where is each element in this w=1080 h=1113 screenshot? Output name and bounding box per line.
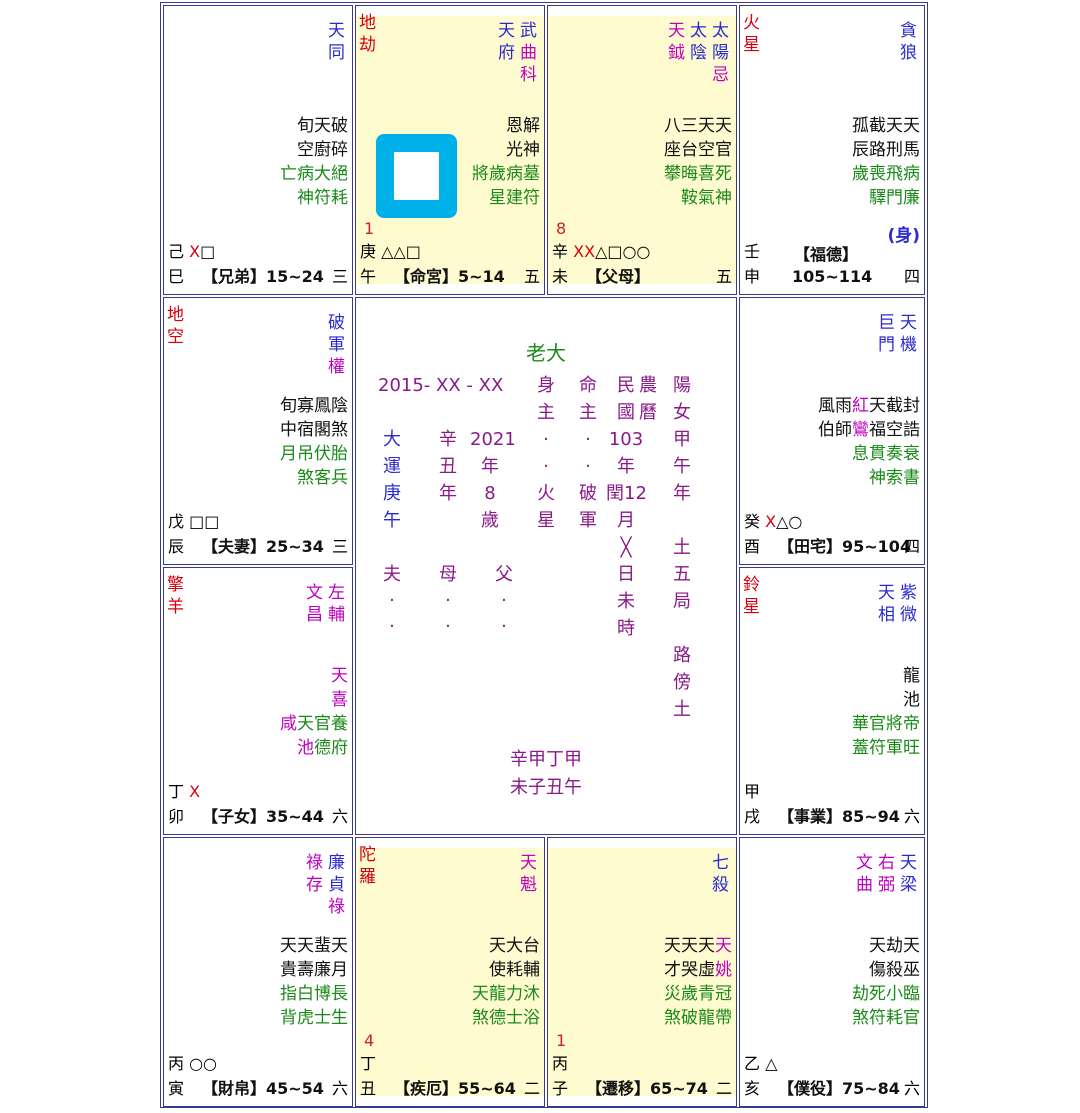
info-column: 陽女甲午年 土五局 路傍土	[673, 375, 691, 720]
minor-stars: 天大台使耗輔天龍力沐煞德士浴	[472, 936, 540, 1028]
heavenly-stem: 庚 △△□	[360, 242, 421, 261]
main-star: 右弼	[878, 853, 896, 895]
family-column: 父··	[495, 564, 513, 637]
minor-stars: 旬天破空廚碎亡病大絕神符耗	[280, 116, 348, 208]
main-star: 巨門	[878, 313, 896, 355]
palace-footer: 未【父母】五	[552, 267, 732, 286]
palace-count: 1	[364, 219, 375, 238]
main-star: 七殺	[712, 853, 730, 895]
heavenly-stem: 丙 ○○	[168, 1054, 218, 1073]
heavenly-stem: 壬	[744, 242, 761, 261]
minor-stars: 龍池華官將帝蓋符軍旺	[852, 666, 920, 758]
minor-stars: 八三天天座台空官攀晦喜死鞍氣神	[664, 116, 732, 208]
minor-stars: 孤截天天辰路刑馬歲喪飛病驛門廉	[852, 116, 920, 208]
malefic-star: 地劫	[359, 13, 377, 55]
heavenly-stem: 丁	[360, 1054, 377, 1073]
minor-stars: 天天天天才哭虛姚災歲青冠煞破龍帶	[664, 936, 732, 1028]
main-star: 祿存	[306, 853, 324, 895]
minor-stars: 天劫天傷殺巫劫死小臨煞符耗官	[852, 936, 920, 1028]
minor-stars: 風雨紅天截封伯師鸞福空誥息貫奏衰神索書	[818, 396, 920, 488]
heavenly-stem: 丁 X	[168, 782, 201, 801]
main-star: 天府	[498, 21, 516, 63]
malefic-star: 地空	[167, 305, 185, 347]
info-column: 大運庚午	[383, 429, 401, 531]
heavenly-stem: 戊 □□	[168, 512, 220, 531]
heavenly-stem: 乙 △	[744, 1054, 778, 1073]
main-star: 太陰	[690, 21, 708, 63]
main-star: 文昌	[306, 583, 324, 625]
selected-square-icon	[376, 134, 457, 218]
birth-date: 2015- XX - XX	[378, 375, 504, 396]
malefic-star: 火星	[743, 13, 761, 55]
minor-stars: 天喜咸天官養池德府	[280, 666, 348, 758]
palace-count: 4	[364, 1031, 375, 1050]
heavenly-stem: 癸 X△○	[744, 512, 803, 531]
main-star: 破軍權	[328, 313, 346, 377]
malefic-star: 陀羅	[359, 845, 377, 887]
main-star: 文曲	[856, 853, 874, 895]
palace-count: 8	[556, 219, 567, 238]
family-column: 母··	[439, 564, 457, 637]
malefic-star: 擎羊	[167, 575, 185, 617]
main-star: 左輔	[328, 583, 346, 625]
main-star: 天梁	[900, 853, 918, 895]
palace-wei[interactable]: 天鉞太陰太陽忌八三天天座台空官攀晦喜死鞍氣神 8 辛 XX△□○○ 未【父母】五	[547, 5, 737, 295]
main-star: 貪狼	[900, 21, 918, 63]
malefic-star: 鈴星	[743, 575, 761, 617]
main-star: 天機	[900, 313, 918, 355]
minor-stars: 天天蜚天貴壽廉月指白博長背虎士生	[280, 936, 348, 1028]
heavenly-stem: 丙	[552, 1054, 569, 1073]
info-column: 身主··火星	[537, 375, 555, 531]
main-star: 武曲科	[520, 21, 538, 85]
minor-stars: 恩解光神將歲病墓星建符	[472, 116, 540, 208]
info-column: 農曆	[639, 375, 657, 423]
main-star: 紫微	[900, 583, 918, 625]
body-palace-mark: (身)	[887, 226, 920, 246]
heavenly-stem: 甲	[744, 782, 761, 801]
owner-title: 老大	[526, 341, 566, 365]
info-column: 辛丑年	[439, 429, 457, 504]
main-star: 天相	[878, 583, 896, 625]
heavenly-stem: 辛 XX△□○○	[552, 242, 651, 261]
main-star: 廉貞祿	[328, 853, 346, 917]
main-star: 天魁	[520, 853, 538, 895]
palace-count: 1	[556, 1031, 567, 1050]
info-column: 命主··破軍	[579, 375, 597, 531]
main-star: 天鉞	[668, 21, 686, 63]
main-star: 太陽忌	[712, 21, 730, 85]
heavenly-stem: 己 X□	[168, 242, 216, 261]
minor-stars: 旬寡鳳陰中宿閣煞月吊伏胎煞客兵	[280, 396, 348, 488]
four-pillars: 辛甲丁甲未子丑午	[510, 749, 582, 798]
main-star: 天同	[328, 21, 346, 63]
family-column: 夫··	[383, 564, 401, 637]
